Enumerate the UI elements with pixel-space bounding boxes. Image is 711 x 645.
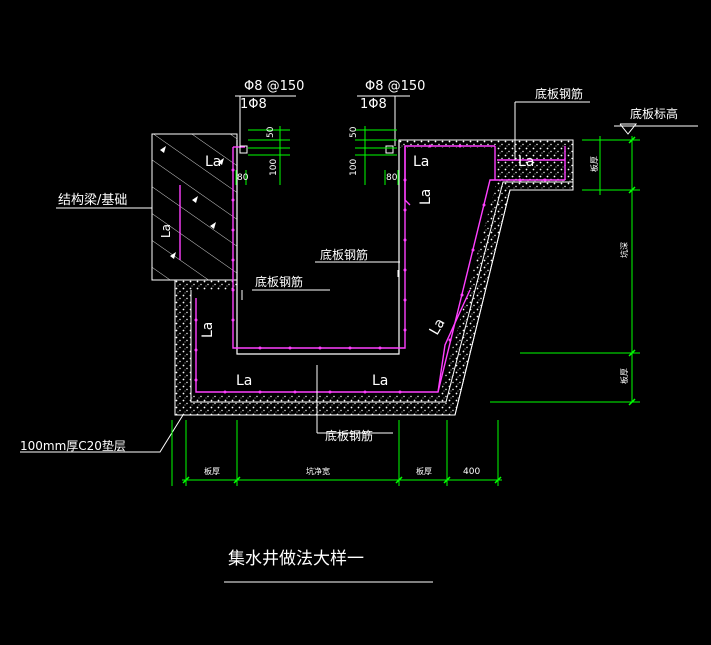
dim-100-left: 100 bbox=[269, 159, 279, 176]
dim-100-right: 100 bbox=[349, 159, 359, 176]
pit-interior-outline bbox=[236, 140, 400, 355]
dimension-lines bbox=[171, 126, 640, 486]
la-left-wall: La bbox=[200, 322, 216, 338]
la-beam: La bbox=[159, 224, 173, 238]
dimension-ticks bbox=[182, 136, 636, 484]
dim-pit-depth: 坑深 bbox=[619, 242, 629, 258]
la-top-left: La bbox=[205, 154, 221, 170]
bottom-rebar-bottom: 底板钢筋 bbox=[325, 428, 373, 443]
bar-label-left: 1Φ8 bbox=[240, 97, 267, 112]
dim-bottom-left-thickness: 板厚 bbox=[204, 466, 220, 476]
bar-label-right: 1Φ8 bbox=[360, 97, 387, 112]
structural-beam-label: 结构梁/基础 bbox=[58, 193, 127, 208]
dim-50-right: 50 bbox=[349, 126, 359, 138]
la-corner-right: La bbox=[518, 154, 534, 170]
bottom-rebar-left: 底板钢筋 bbox=[255, 274, 303, 289]
la-top-right: La bbox=[413, 154, 429, 170]
la-right-vertical: La bbox=[418, 189, 434, 205]
la-slope: La bbox=[427, 316, 449, 338]
drawing-title: 集水井做法大样一 bbox=[228, 549, 364, 569]
slab-elevation-label: 底板标高 bbox=[630, 106, 678, 121]
dim-80-left: 80 bbox=[237, 173, 249, 183]
leader-lines bbox=[20, 95, 698, 453]
cushion-outline bbox=[174, 189, 573, 416]
concrete-inner bbox=[191, 148, 497, 395]
la-bottom-left: La bbox=[236, 373, 252, 389]
bottom-rebar-top-right: 底板钢筋 bbox=[535, 86, 583, 101]
rebar-lines bbox=[179, 145, 566, 393]
bar-marker-left bbox=[239, 145, 248, 154]
rebar-dots bbox=[194, 144, 547, 394]
la-bottom-right: La bbox=[372, 373, 388, 389]
cushion-layer-label: 100mm厚C20垫层 bbox=[20, 438, 126, 453]
dim-slab-thickness-right: 板厚 bbox=[589, 156, 599, 172]
rebar-spec-right: Φ8 @150 bbox=[365, 79, 425, 94]
dim-bottom-400: 400 bbox=[463, 467, 480, 477]
dim-bottom-pit-width: 坑净宽 bbox=[306, 466, 330, 476]
dim-80-right: 80 bbox=[386, 173, 398, 183]
dim-slab-thickness-lower: 板厚 bbox=[619, 368, 629, 384]
bottom-rebar-center: 底板钢筋 bbox=[320, 247, 368, 262]
dim-bottom-right-thickness: 板厚 bbox=[416, 466, 432, 476]
structural-beam bbox=[151, 133, 238, 281]
rebar-spec-left: Φ8 @150 bbox=[244, 79, 304, 94]
dim-50-left: 50 bbox=[266, 126, 276, 138]
cushion-inner-outline bbox=[190, 181, 573, 403]
bar-marker-right bbox=[385, 145, 394, 154]
